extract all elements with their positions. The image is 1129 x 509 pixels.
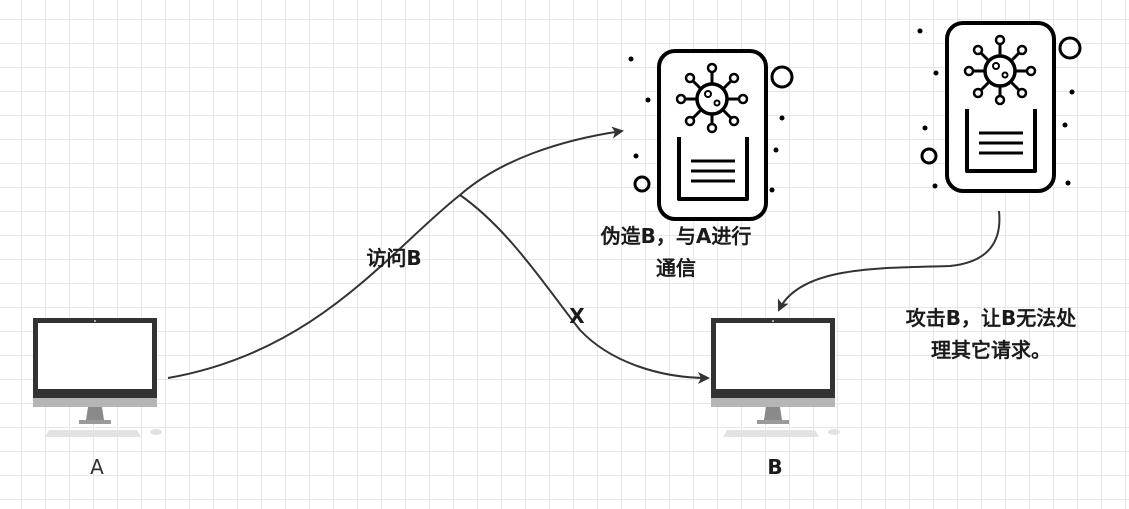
- virus-phone-icon: [945, 21, 1056, 193]
- computer-b-icon: [711, 318, 840, 437]
- blocked-mark: X: [569, 304, 585, 328]
- forge-annotation-line1: 伪造B，与A进行: [600, 224, 752, 248]
- visit-arrow: [167, 126, 624, 379]
- attacker-device-forge: [628, 49, 794, 221]
- computer-a-label: A: [90, 455, 104, 479]
- forge-annotation-line2: 通信: [656, 256, 696, 280]
- attacker-device-dos: [917, 21, 1082, 193]
- computer-a: A: [33, 318, 162, 479]
- virus-phone-icon: [657, 49, 768, 221]
- attack-annotation-line1: 攻击B，让B无法处: [906, 306, 1077, 330]
- attack-annotation-line2: 理其它请求。: [931, 338, 1051, 362]
- computer-a-icon: [33, 318, 162, 437]
- computer-b-label: B: [767, 455, 782, 479]
- blocked-arrow: [459, 194, 710, 384]
- visit-label: 访问B: [366, 246, 421, 270]
- particle-dots: [917, 28, 1082, 189]
- computer-b: B: [711, 318, 840, 479]
- forge-annotation: 伪造B，与A进行 通信: [600, 224, 752, 280]
- particle-dots: [628, 56, 794, 193]
- attack-arrow: [777, 210, 1001, 312]
- attack-annotation: 攻击B，让B无法处 理其它请求。: [906, 306, 1077, 362]
